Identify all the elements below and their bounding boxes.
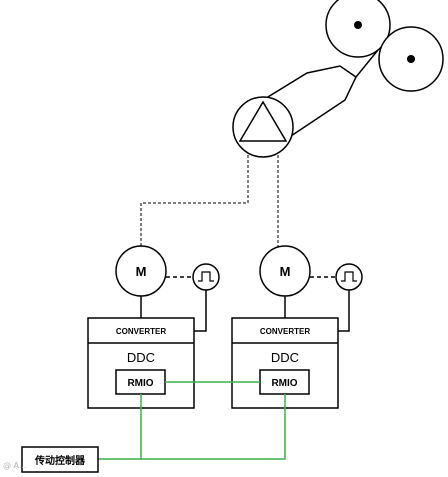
- rmio-2-label: RMIO: [271, 378, 297, 389]
- motor-2: M: [259, 245, 311, 297]
- encoder-2: [335, 263, 363, 291]
- encoder-wire-2: [337, 290, 350, 332]
- watermark-text: @ A...: [3, 461, 27, 470]
- motor-1-label: M: [136, 264, 147, 279]
- encoder-1: [192, 263, 220, 291]
- drive-controller-label: 传动控制器: [34, 454, 86, 467]
- motor-1: M: [115, 245, 167, 297]
- dashed-links: [140, 155, 279, 248]
- encoder-wire-1: [194, 290, 207, 332]
- ddc-2-label: DDC: [271, 350, 299, 365]
- roll-left: [325, 0, 391, 58]
- drive-controller: 传动控制器: [21, 446, 99, 473]
- roll-right: [378, 26, 444, 92]
- ddc-1-label: DDC: [127, 350, 155, 365]
- triangle-circle-symbol: [232, 96, 294, 158]
- converter-1-label: CONVERTER: [116, 327, 166, 336]
- rmio-1-label: RMIO: [127, 378, 153, 389]
- fieldbus-links: [98, 381, 286, 460]
- converter-block-2: CONVERTER DDC RMIO: [231, 317, 339, 409]
- rmio-2-box: [259, 369, 310, 395]
- converter-2-label: CONVERTER: [260, 327, 310, 336]
- motor-2-label: M: [280, 264, 291, 279]
- web-path: [262, 49, 379, 141]
- converter-block-1: CONVERTER DDC RMIO: [87, 317, 195, 409]
